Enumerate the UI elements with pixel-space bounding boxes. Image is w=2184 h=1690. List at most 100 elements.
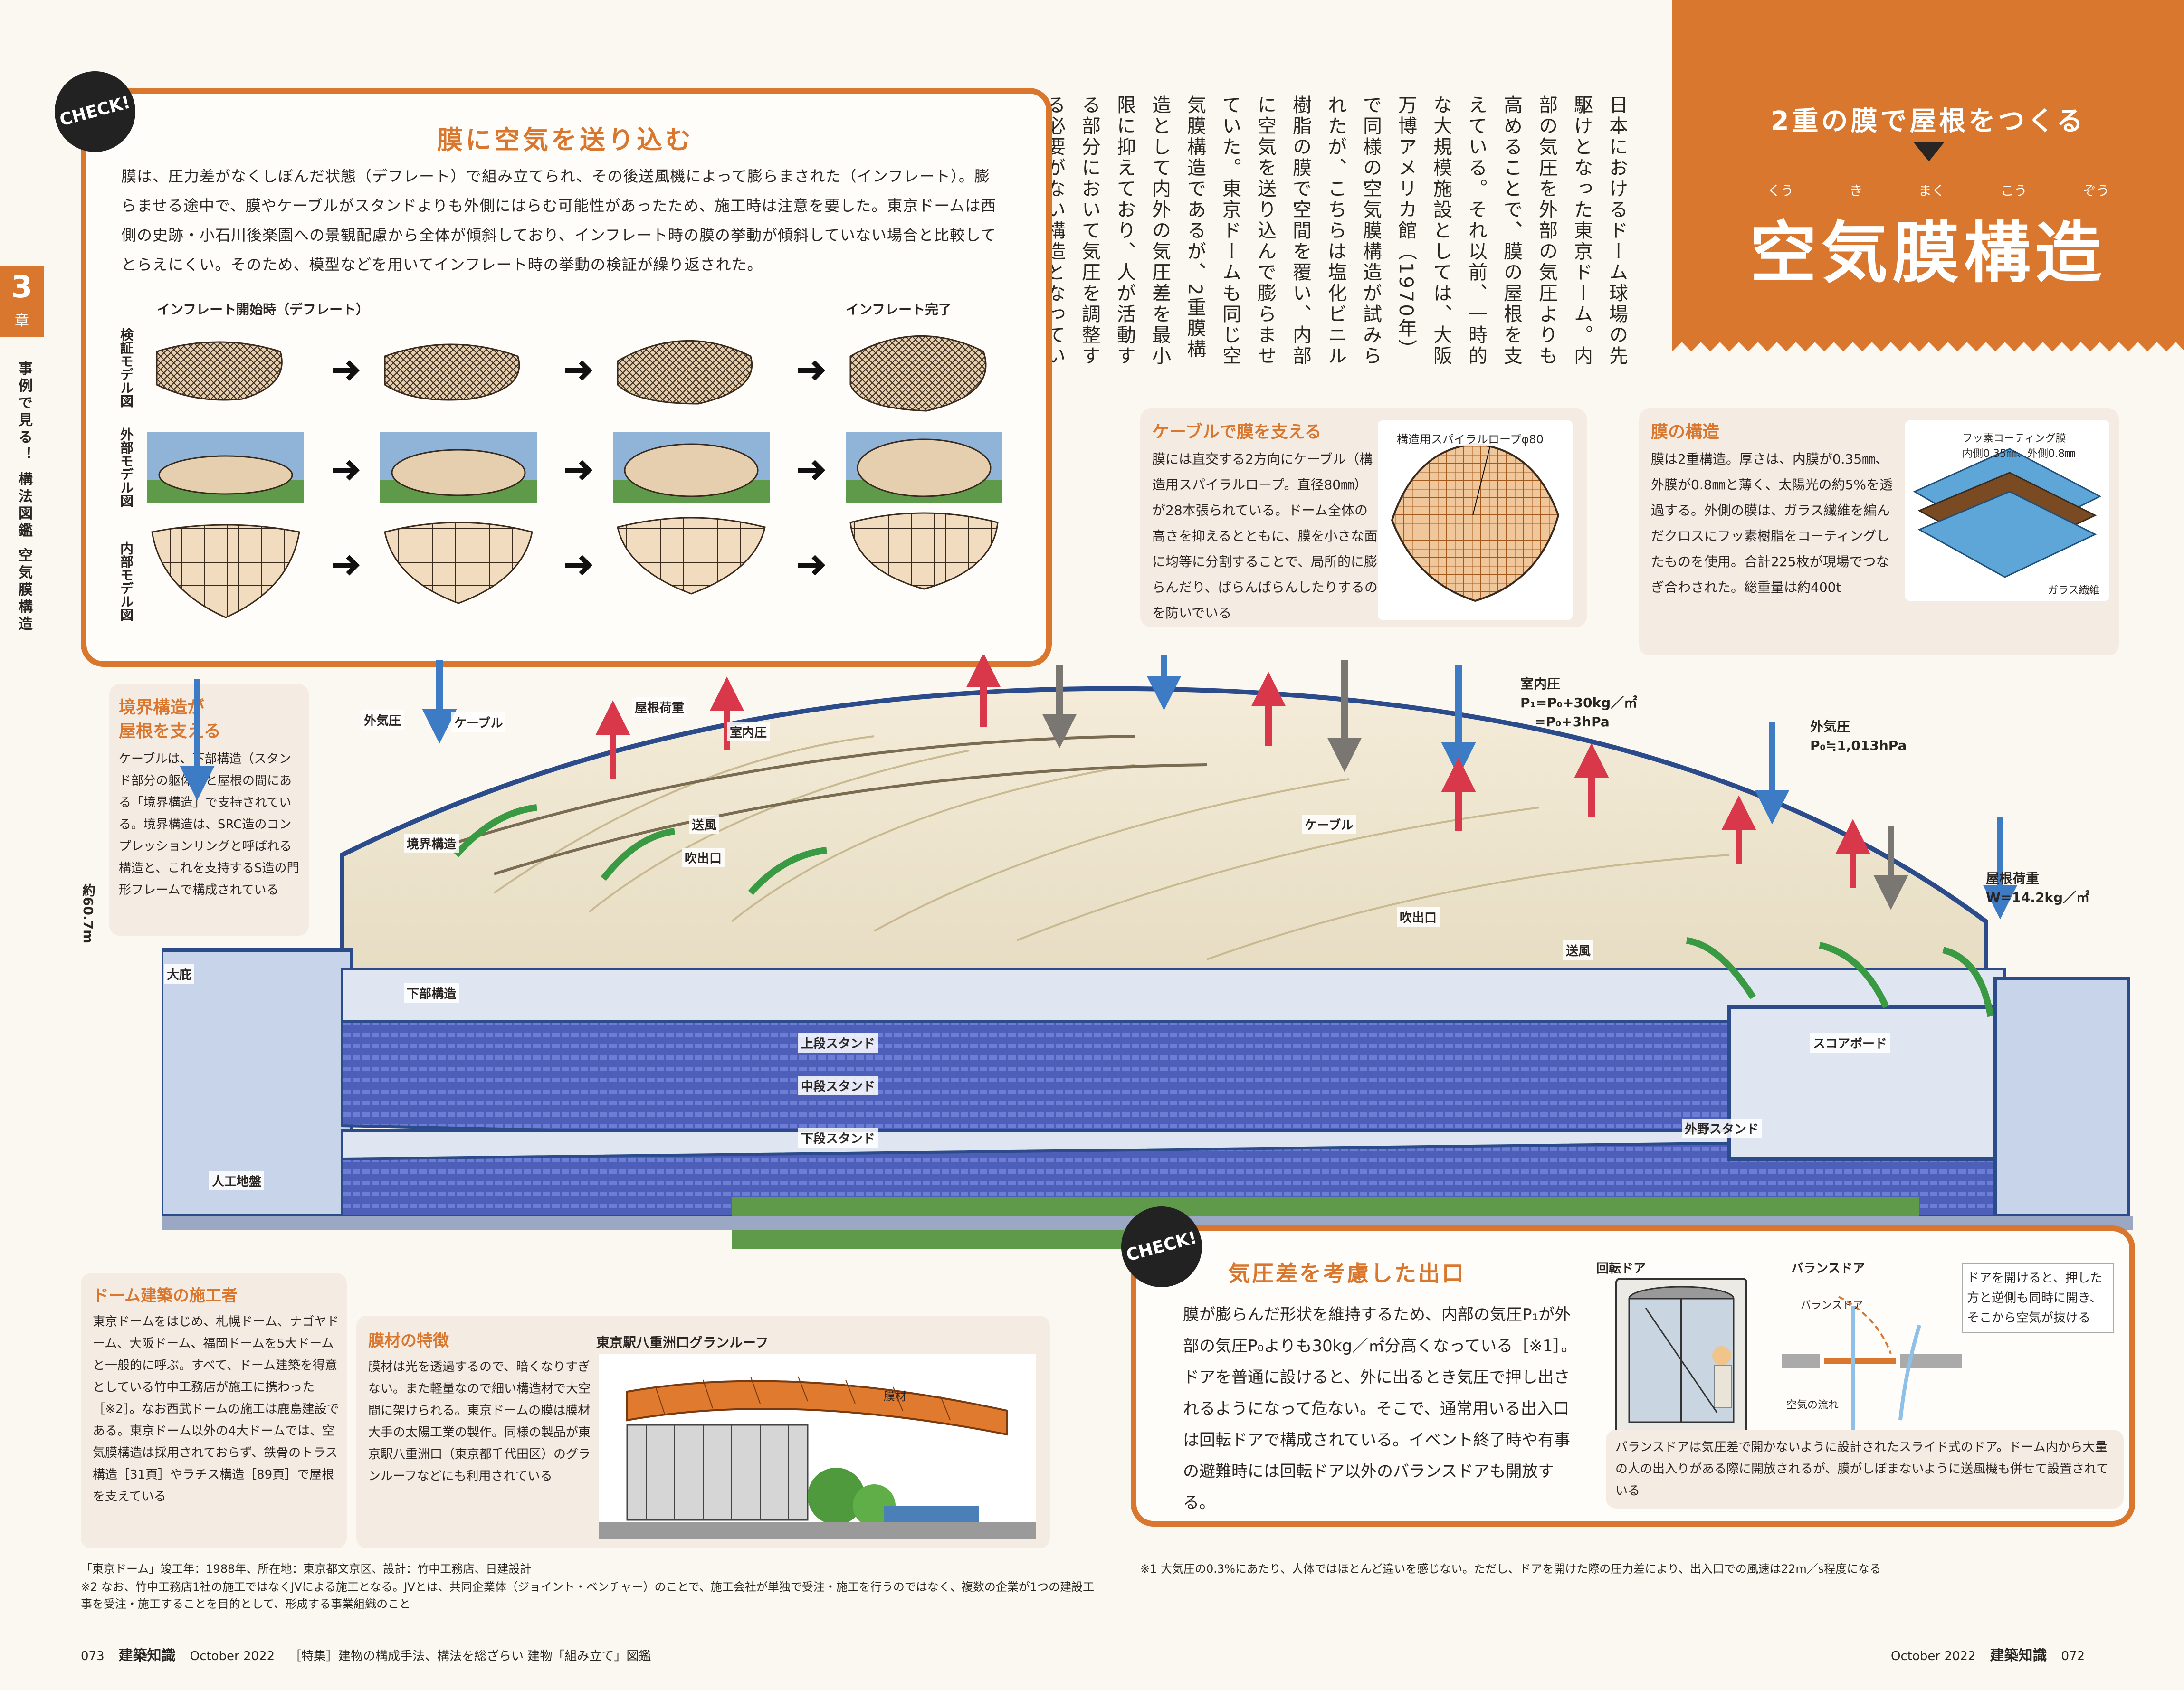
balance-door-drawing [1782,1296,1962,1430]
right-issue: October 2022 [1891,1649,1976,1663]
right-page-number: 072 [2061,1649,2085,1663]
lbl-cable-2: ケーブル [1302,815,1356,834]
lbl-lower-stand: 下段スタンド [798,1128,878,1148]
membrane-body: 膜は2重構造。厚さは、内膜が0.35㎜、外膜が0.8㎜と薄く、太陽光の約5%を透… [1651,451,1893,595]
granroof-drawing [599,1354,1036,1539]
title-panel: 2重の膜で屋根をつくる くう き まく こう ぞう 空気膜構造 [1672,0,2184,356]
material-title: 膜材の特徴 [368,1331,449,1350]
membrane-layers [1913,448,2102,578]
lbl-cable: ケーブル [451,712,506,732]
lbl-boundary: 境界構造 [404,834,459,853]
revolving-label: 回転ドア [1596,1262,1646,1276]
row-label-interior: 内部モデル図 [118,541,134,621]
lbl-airflow-2: 送風 [1563,940,1594,960]
down-triangle-icon [1914,142,1944,161]
lbl-scoreboard: スコアボード [1810,1033,1890,1053]
cable-diagram-label: 構造用スパイラルロープφ80 [1397,430,1544,446]
exterior-model-2 [380,432,537,503]
granroof-illustration: 膜材 [599,1354,1036,1539]
boundary-box [109,684,309,936]
revolving-door-illustration [1615,1278,1747,1438]
row-label-verify: 検証モデル図 [118,328,134,408]
footnote-right-1: ※1 大気圧の0.3%にあたり、人体ではほとんど違いを感じない。ただし、ドアを開… [1140,1562,1881,1576]
membrane-label-thick: 内側0.35㎜、外側0.8㎜ [1962,448,2075,460]
airflow-label: 空気の流れ [1786,1399,1839,1411]
check1-title: 膜に空気を送り込む [437,125,694,155]
interior-model-2 [384,522,533,604]
photo-label: 膜材 [884,1390,906,1403]
issue: October 2022 [190,1649,275,1663]
check1-body: 膜は、圧力差がなくしぼんだ状態（デフレート）で組み立てられ、その後送風機によって… [121,167,997,274]
lbl-airflow: 送風 [689,815,720,834]
lbl-height: 約60.7m [80,883,96,944]
inner-formula: 室内圧 P₁=P₀+30kg／㎡ =P₀+3hPa [1520,676,1638,730]
chapter-tab: 3 章 [0,266,44,337]
lbl-outlet-2: 吹出口 [1397,907,1440,927]
membrane-label-coat: フッ素コーティング膜 [1962,433,2066,445]
cable-net-drawing [1391,439,1560,602]
interior-model-3 [617,517,766,595]
cable-title: ケーブルで膜を支える [1152,422,1322,442]
balance-label: バランスドア [1791,1262,1865,1276]
boundary-title-1: 境界構造が [119,698,205,717]
footnote-left-1: 「東京ドーム」竣工年：1988年、所在地：東京都文京区、設計：竹中工務店、日建設… [81,1562,532,1576]
lbl-inner-pressure: 室内圧 [727,722,770,741]
exterior-model-3 [613,432,770,503]
exterior-model-4 [846,432,1002,503]
membrane-diagram: フッ素コーティング膜 内側0.35㎜、外側0.8㎜ ガラス繊維 [1905,420,2109,601]
footer-right: October 2022 建築知識 072 [1891,1643,2085,1664]
roof-formula: 屋根荷重 W=14.2kg／㎡ [1986,871,2090,905]
verify-model-4 [849,335,987,412]
chapter-label: 章 [15,313,29,329]
boundary-title-2: 屋根を支える [119,722,221,741]
exterior-model-1 [147,432,304,503]
cable-body: 膜には直交する2方向にケーブル（構造用スパイラルロープ。直径80㎜）が28本張ら… [1152,451,1378,621]
chapter-side-text: 事例で見る！ 構法図鑑 空気膜構造 [16,361,32,633]
check2-body: 膜が膨らんだ形状を維持するため、内部の気圧P₁が外部の気圧P₀よりも30kg／㎡… [1183,1305,1577,1512]
verify-model-2 [384,343,520,401]
lbl-outfield-stand: 外野スタンド [1682,1119,1762,1138]
verify-model-3 [617,340,753,405]
interior-model-1 [151,524,300,618]
magazine-name: 建築知識 [118,1647,176,1664]
lbl-outer-pressure: 外気圧 [361,710,404,730]
footnote-left-2: ※2 なお、竹中工務店1社の施工ではなくJVによる施工となる。JVとは、共同企業… [81,1580,1095,1611]
verify-model-1 [156,341,283,401]
page-title: 空気膜構造 [1750,215,2107,292]
left-page-number: 073 [81,1649,105,1663]
builder-body: 東京ドームをはじめ、札幌ドーム、ナゴヤドーム、大阪ドーム、福岡ドームを5大ドーム… [93,1315,339,1504]
footer-left: 073 建築知識 October 2022 ［特集］建物の構成手法、構法を総ざら… [81,1643,651,1664]
interior-model-4 [849,512,999,590]
chapter-number: 3 [11,270,33,305]
row-label-exterior: 外部モデル図 [118,427,134,507]
builder-box [81,1273,347,1548]
lbl-outlet: 吹出口 [682,848,725,867]
inflation-models [147,335,1002,618]
col-start-label: インフレート開始時（デフレート） [157,302,370,317]
door-note: ドアを開けると、押した方と逆側も同時に開き、そこから空気が抜ける [1962,1263,2114,1333]
outer-formula: 外気圧 P₀≒1,013hPa [1810,719,1907,753]
balance-inner-label: バランスドア [1801,1300,1863,1311]
membrane-label-glass: ガラス繊維 [2048,585,2100,597]
lbl-middle-stand: 中段スタンド [798,1076,878,1095]
lbl-ground: 人工地盤 [209,1171,265,1190]
lbl-roof-load: 屋根荷重 [632,697,687,717]
lbl-eaves: 大庇 [164,964,195,984]
revolving-door-drawing [1628,1286,1735,1423]
lbl-lower-structure: 下部構造 [404,983,459,1003]
lbl-upper-stand: 上段スタンド [798,1033,878,1053]
subtitle: 2重の膜で屋根をつくる [1770,106,2086,137]
feature-title: ［特集］建物の構成手法、構法を総ざらい 建物「組み立て」図鑑 [289,1649,651,1663]
membrane-title: 膜の構造 [1651,422,1720,442]
zigzag-edge [1672,342,2184,356]
material-body: 膜材は光を透過するので、暗くなりすぎない。また軽量なので細い構造材で大空間に架け… [368,1360,591,1483]
intro-text: 日本におけるドーム球場の先駆けとなった東京ドーム。内部の気圧を外部の気圧よりも高… [1008,95,1628,367]
balance-door-illustration: バランスドア 空気の流れ [1782,1278,1962,1434]
right-magazine-name: 建築知識 [1990,1647,2047,1664]
stadium-section-diagram [162,655,2133,1249]
balance-note: バランスドアは気圧差で開かないように設計されたスライド式のドア。ドーム内から大量… [1606,1430,2124,1509]
title-ruby: くう き まく こう ぞう [1767,183,2109,199]
photo-title: 東京駅八重洲口グランルーフ [596,1335,769,1350]
cable-diagram: 構造用スパイラルロープφ80 [1378,420,1573,620]
col-end-label: インフレート完了 [846,302,952,317]
